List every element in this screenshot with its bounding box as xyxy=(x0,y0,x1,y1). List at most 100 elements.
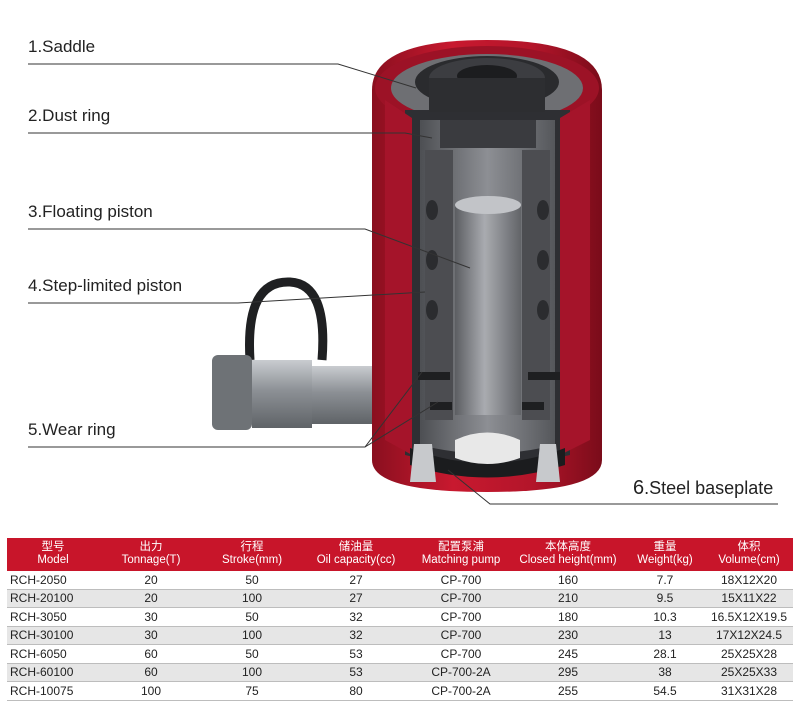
column-header-zh: 出力 xyxy=(139,541,163,553)
table-cell: 210 xyxy=(511,589,625,608)
wear-rings xyxy=(418,372,560,410)
table-cell: 50 xyxy=(203,644,301,664)
label-dust-ring: 2.Dust ring xyxy=(28,106,111,125)
table-cell: 31X31X28 xyxy=(705,681,793,701)
column-header-en: Model xyxy=(37,554,69,566)
table-cell: 100 xyxy=(99,681,203,701)
table-cell: 20 xyxy=(99,589,203,608)
table-cell: CP-700-2A xyxy=(411,663,511,682)
column-header-zh: 本体高度 xyxy=(545,541,591,553)
table-cell: 10.3 xyxy=(625,607,705,627)
table-cell: CP-700 xyxy=(411,644,511,664)
column-header-en: Closed height(mm) xyxy=(519,554,617,566)
column-header-en: Oil capacity(cc) xyxy=(316,554,396,566)
table-cell: RCH-6050 xyxy=(7,644,99,664)
table-cell: RCH-10075 xyxy=(7,681,99,701)
table-cell: 53 xyxy=(301,644,411,664)
cylinder-diagram: 1.Saddle 2.Dust ring 3.Floating piston 4… xyxy=(28,37,778,505)
table-cell: 75 xyxy=(203,681,301,701)
table-cell: 27 xyxy=(301,571,411,590)
table-cell: RCH-20100 xyxy=(7,589,99,608)
column-header-zh: 型号 xyxy=(41,541,65,553)
table-cell: 50 xyxy=(203,571,301,590)
table-cell: 160 xyxy=(511,571,625,590)
column-header-zh: 重量 xyxy=(653,541,677,553)
table-cell: 60 xyxy=(99,663,203,682)
label-steel-baseplate-text: .Steel baseplate xyxy=(644,478,774,498)
table-cell: 100 xyxy=(203,626,301,645)
table-cell: 18X12X20 xyxy=(705,571,793,590)
column-header-zh: 行程 xyxy=(240,541,264,553)
table-cell: 15X11X22 xyxy=(705,589,793,608)
table-cell: 27 xyxy=(301,589,411,608)
table-cell: 30 xyxy=(99,607,203,627)
table-cell: 28.1 xyxy=(625,644,705,664)
table-cell: 100 xyxy=(203,589,301,608)
table-cell: 180 xyxy=(511,607,625,627)
table-cell: CP-700 xyxy=(411,626,511,645)
table-cell: CP-700 xyxy=(411,571,511,590)
table-cell: 13 xyxy=(625,626,705,645)
table-cell: 32 xyxy=(301,626,411,645)
table-cell: 38 xyxy=(625,663,705,682)
table-cell: 25X25X28 xyxy=(705,644,793,664)
column-header-zh: 配置泵浦 xyxy=(438,541,484,553)
label-steel-baseplate-number: 6 xyxy=(633,477,645,499)
column-header-zh: 体积 xyxy=(737,541,761,553)
label-wear-ring: 5.Wear ring xyxy=(28,420,116,439)
table-cell: CP-700 xyxy=(411,589,511,608)
table-cell: 25X25X33 xyxy=(705,663,793,682)
table-cell: 16.5X12X19.5 xyxy=(705,607,793,627)
table-cell: 30 xyxy=(99,626,203,645)
label-floating-piston: 3.Floating piston xyxy=(28,202,153,221)
table-cell: 230 xyxy=(511,626,625,645)
table-cell: 255 xyxy=(511,681,625,701)
table-cell: 80 xyxy=(301,681,411,701)
table-cell: RCH-2050 xyxy=(7,571,99,590)
column-header-en: Weight(kg) xyxy=(637,554,693,566)
table-cell: 60 xyxy=(99,644,203,664)
floating-piston xyxy=(440,120,536,415)
table-cell: 295 xyxy=(511,663,625,682)
column-header-en: Stroke(mm) xyxy=(221,554,283,566)
table-cell: 100 xyxy=(203,663,301,682)
column-header-zh: 储油量 xyxy=(338,541,374,553)
column-header-en: Volume(cm) xyxy=(718,554,780,566)
column-header-en: Matching pump xyxy=(421,554,501,566)
leader-lines xyxy=(28,63,778,505)
table-cell: CP-700 xyxy=(411,607,511,627)
label-step-limited-piston: 4.Step-limited piston xyxy=(28,276,183,295)
table-cell: 50 xyxy=(203,607,301,627)
table-cell: 7.7 xyxy=(625,571,705,590)
table-cell: 17X12X24.5 xyxy=(705,626,793,645)
table-cell: 32 xyxy=(301,607,411,627)
table-cell: RCH-30100 xyxy=(7,626,99,645)
label-steel-baseplate: 6.Steel baseplate xyxy=(633,477,773,500)
table-cell: RCH-3050 xyxy=(7,607,99,627)
saddle xyxy=(415,56,559,112)
label-saddle: 1.Saddle xyxy=(28,37,96,56)
table-cell: 9.5 xyxy=(625,589,705,608)
table-cell: 53 xyxy=(301,663,411,682)
table-cell: 54.5 xyxy=(625,681,705,701)
table-cell: 245 xyxy=(511,644,625,664)
cylinder-cutaway-illustration xyxy=(28,40,778,505)
